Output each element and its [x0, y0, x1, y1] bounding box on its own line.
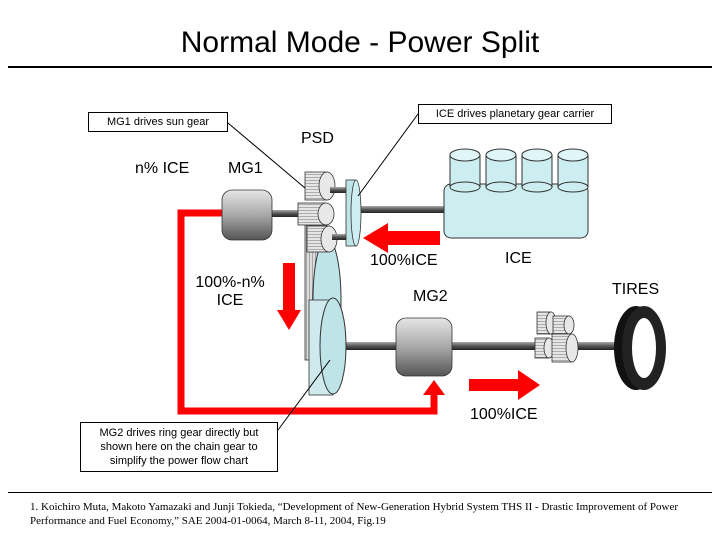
carrier-shaft-bottom — [332, 234, 352, 240]
mg2-callout-leader — [277, 359, 331, 431]
reference-citation: 1. Koichiro Muta, Makoto Yamazaki and Ju… — [30, 501, 678, 527]
slide-title: Normal Mode - Power Split — [180, 26, 540, 59]
ice-label: ICE — [505, 250, 532, 267]
mg1-flow-arrow — [277, 263, 301, 330]
differential-gears — [534, 311, 579, 363]
mg2-callout: MG2 drives ring gear directly but shown … — [80, 422, 278, 472]
ice-callout: ICE drives planetary gear carrier — [418, 104, 612, 124]
mg2-label: MG2 — [413, 288, 448, 305]
mg2-shaft — [330, 342, 620, 350]
mg2-motor — [395, 317, 453, 377]
mg1-flow-label: 100%-n% ICE — [195, 274, 265, 309]
mg1-to-mg2-flow-line — [177, 209, 438, 415]
sun-gear-face — [317, 202, 335, 226]
ice-flow-label: 100%ICE — [370, 252, 438, 269]
footer-rule — [8, 492, 712, 493]
carrier-plate-face — [350, 179, 362, 247]
planet-gear-top-face — [318, 171, 336, 201]
tire — [614, 306, 666, 390]
ice-flow-arrow — [363, 223, 440, 253]
mg1-shaft — [268, 210, 308, 217]
ice-cylinder-1 — [449, 148, 481, 193]
n-ice-label: n% ICE — [135, 160, 190, 177]
ice-cylinder-3 — [521, 148, 553, 193]
output-flow-label: 100%ICE — [470, 406, 538, 423]
ice-engine — [443, 148, 589, 239]
title-rule — [8, 66, 712, 68]
mg1-callout-leader — [227, 122, 306, 189]
mg1-callout: MG1 drives sun gear — [88, 112, 228, 132]
carrier-shaft-top — [330, 187, 350, 193]
ice-cylinder-4 — [557, 148, 589, 193]
ice-callout-leader — [357, 113, 419, 197]
mg1-motor — [221, 189, 273, 241]
output-flow-arrow — [469, 370, 540, 400]
mg2-chain-gear-face — [319, 297, 347, 395]
mg1-label: MG1 — [228, 160, 263, 177]
ice-shaft — [355, 206, 447, 213]
psd-label: PSD — [301, 130, 334, 147]
mg2-flow-arrowhead — [423, 380, 445, 395]
tires-label: TIRES — [612, 281, 660, 298]
ice-cylinder-2 — [485, 148, 517, 193]
